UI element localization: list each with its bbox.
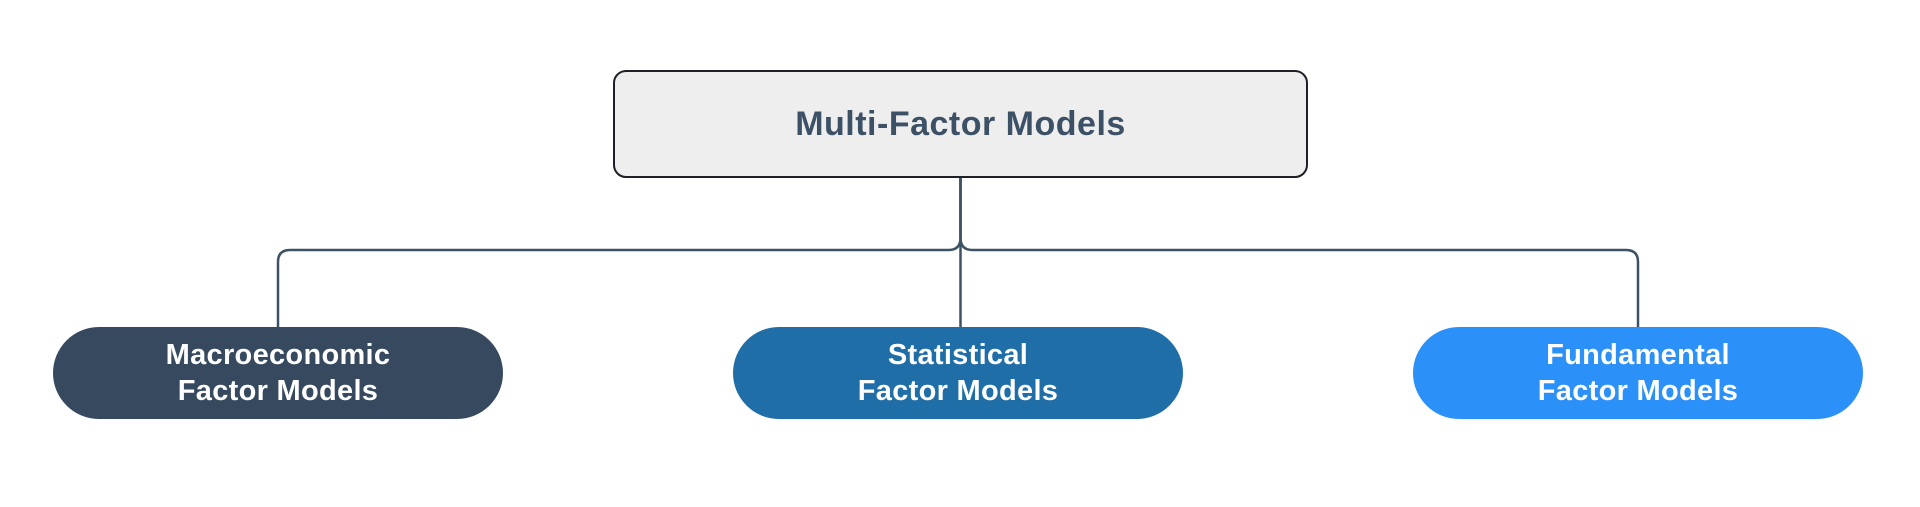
node-fundamental-factor-models: Fundamental Factor Models <box>1413 327 1863 419</box>
node-label-line2: Factor Models <box>1537 375 1739 407</box>
connector-left-branch <box>276 178 962 327</box>
node-label-line1: Statistical <box>887 339 1029 371</box>
root-node-label: Multi-Factor Models <box>795 104 1126 143</box>
connector-right-branch <box>959 178 1640 327</box>
node-label-line2: Factor Models <box>177 375 379 407</box>
node-statistical-factor-models: Statistical Factor Models <box>733 327 1183 419</box>
node-label-line1: Macroeconomic <box>165 339 391 371</box>
node-macroeconomic-factor-models: Macroeconomic Factor Models <box>53 327 503 419</box>
node-label-line1: Fundamental <box>1546 339 1730 371</box>
node-label-line2: Factor Models <box>857 375 1059 407</box>
root-node-multi-factor-models: Multi-Factor Models <box>613 70 1308 178</box>
